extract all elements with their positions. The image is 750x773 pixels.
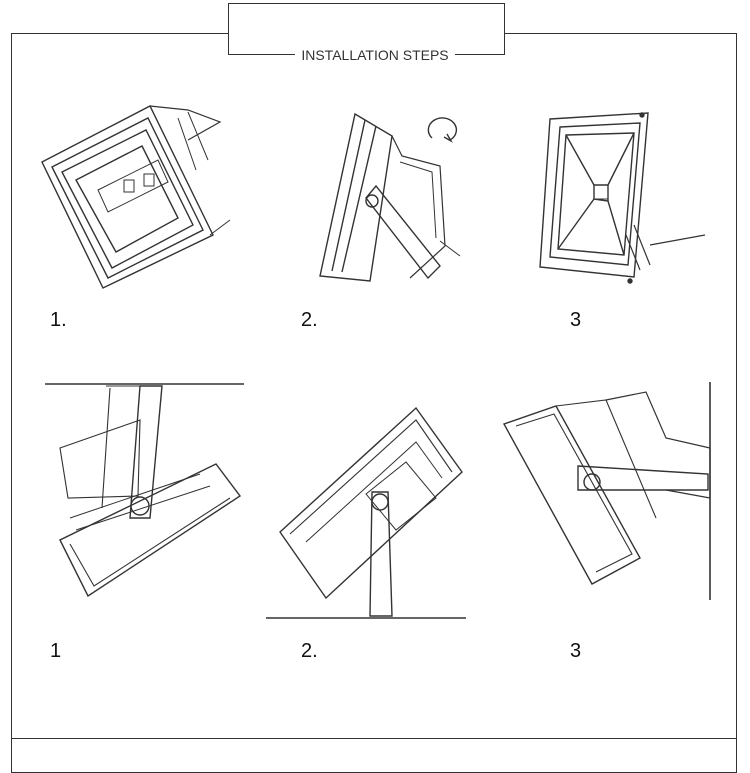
step2-floodlight-side-bracket [310, 106, 470, 286]
row1-step2-number: 2. [301, 309, 318, 331]
page-title: INSTALLATION STEPS [0, 46, 750, 64]
row1-step3-number: 3 [570, 309, 582, 331]
step1-floodlight-front-angled [38, 100, 238, 295]
mount-ceiling-drawing [40, 378, 250, 603]
row1-step1-number: 1. [50, 309, 67, 331]
rotate-arrow-icon [420, 112, 460, 148]
row2-step3-number: 3 [570, 640, 582, 662]
row2-step1-number: 1 [50, 640, 62, 662]
row2-step2-number: 2. [301, 640, 318, 662]
page-title-label: INSTALLATION STEPS [295, 47, 455, 63]
step3-floodlight-front-stand [530, 105, 715, 300]
mount-floor-drawing [266, 402, 471, 624]
mount-wall-drawing [496, 378, 718, 603]
bottom-divider [11, 738, 737, 739]
